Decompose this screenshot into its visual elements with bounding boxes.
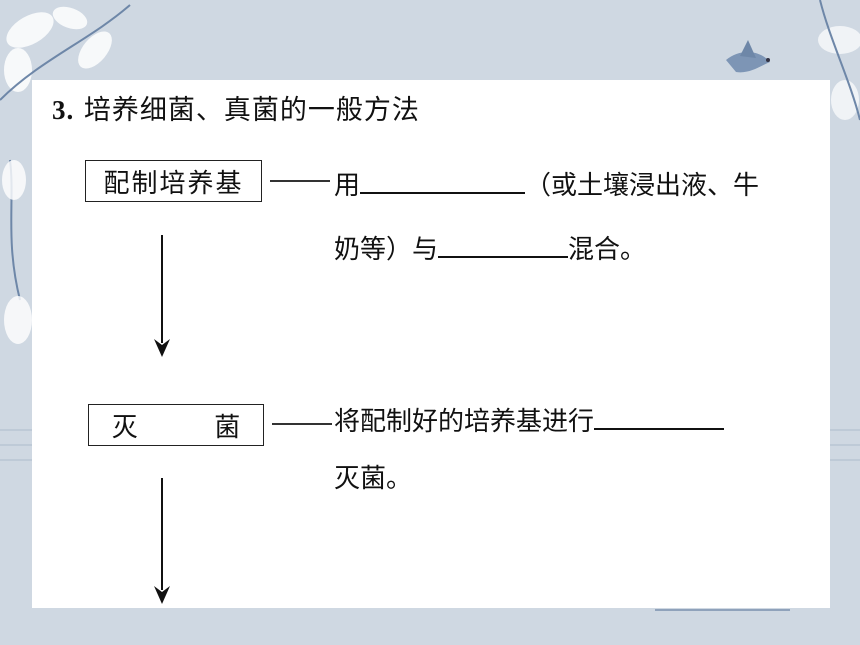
step-2-line-1: 将配制好的培养基进行 [334,402,725,437]
step-1-line-2: 奶等）与混合。 [334,230,646,265]
step-label: 灭 菌 [111,412,241,443]
section-heading: 3. 培养细菌、真菌的一般方法 [52,88,420,127]
step-2-line-2: 灭菌。 [334,464,413,494]
section-number: 3. [52,95,75,125]
answer-blank [594,402,725,430]
step-1-line-1: 用（或土壤浸出液、牛 [334,166,759,201]
connector-dash [272,423,332,425]
answer-blank [360,166,526,194]
connector-dash [270,180,330,182]
answer-blank [438,230,569,258]
step-box-prepare-medium: 配制培养基 [85,160,262,202]
step-box-sterilize: 灭 菌 [88,404,264,446]
down-arrow-icon [154,478,170,604]
content-panel: 3. 培养细菌、真菌的一般方法 配制培养基 用（或土壤浸出液、牛 奶等）与混合。… [32,80,830,608]
section-title: 培养细菌、真菌的一般方法 [83,95,420,126]
down-arrow-icon [154,235,170,357]
flower-branch-top-left [4,6,112,92]
bird-icon [726,40,770,73]
step-label: 配制培养基 [103,168,244,199]
